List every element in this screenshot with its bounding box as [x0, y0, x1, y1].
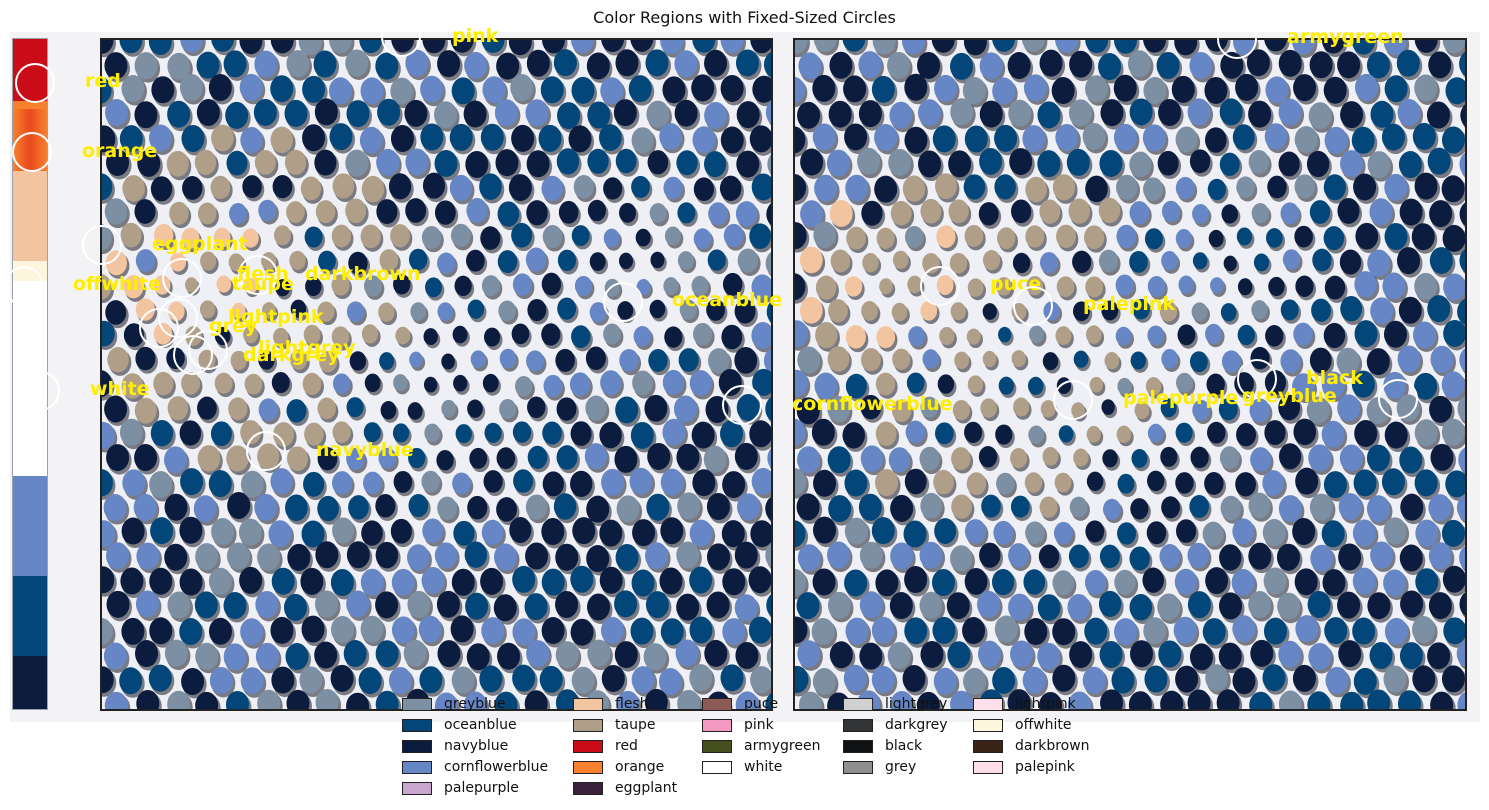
legend-swatch-pink — [702, 718, 732, 732]
legend-label-black: black — [885, 738, 923, 754]
legend-label-pink: pink — [744, 717, 774, 733]
legend-swatch-puce — [702, 697, 732, 711]
legend-item-darkbrown: darkbrown — [973, 737, 1090, 755]
legend-swatch-armygreen — [702, 739, 732, 753]
left-ellipse-field — [102, 40, 771, 709]
legend-swatch-eggplant — [573, 781, 603, 795]
legend-label-puce: puce — [744, 696, 779, 712]
legend-swatch-cornflowerblue — [402, 760, 432, 774]
legend-item-black: black — [843, 737, 922, 755]
legend-item-grey: grey — [843, 758, 916, 776]
legend-item-palepink: palepink — [973, 758, 1075, 776]
legend-swatch-lightpink — [973, 697, 1003, 711]
legend-swatch-flesh — [573, 697, 603, 711]
legend-swatch-black — [843, 739, 873, 753]
legend-label-darkbrown: darkbrown — [1015, 738, 1090, 754]
legend-swatch-lightgrey — [843, 697, 873, 711]
legend-swatch-navyblue — [402, 739, 432, 753]
legend-label-white: white — [744, 759, 783, 775]
legend-label-cornflowerblue: cornflowerblue — [444, 759, 549, 775]
legend-item-lightpink: lightpink — [973, 695, 1076, 713]
legend-item-offwhite: offwhite — [973, 716, 1072, 734]
legend-item-cornflowerblue: cornflowerblue — [402, 758, 548, 776]
legend-item-palepurple: palepurple — [402, 779, 519, 797]
right-image-panel — [793, 38, 1467, 711]
legend-swatch-orange — [573, 760, 603, 774]
legend-label-lightpink: lightpink — [1015, 696, 1076, 712]
legend-label-offwhite: offwhite — [1015, 717, 1072, 733]
legend-item-orange: orange — [573, 758, 664, 776]
legend-swatch-offwhite — [973, 718, 1003, 732]
legend-label-taupe: taupe — [615, 717, 656, 733]
legend-label-flesh: flesh — [615, 696, 649, 712]
legend-swatch-palepurple — [402, 781, 432, 795]
legend-swatch-oceanblue — [402, 718, 432, 732]
legend-item-red: red — [573, 737, 638, 755]
legend-item-navyblue: navyblue — [402, 737, 508, 755]
legend-swatch-red — [573, 739, 603, 753]
legend-label-oceanblue: oceanblue — [444, 717, 517, 733]
legend-item-flesh: flesh — [573, 695, 649, 713]
legend-label-palepurple: palepurple — [444, 780, 519, 796]
legend-item-armygreen: armygreen — [702, 737, 820, 755]
legend-item-eggplant: eggplant — [573, 779, 677, 797]
legend-label-orange: orange — [615, 759, 665, 775]
legend-swatch-greyblue — [402, 697, 432, 711]
legend-label-greyblue: greyblue — [444, 696, 506, 712]
legend-item-greyblue: greyblue — [402, 695, 506, 713]
right-ellipse-field — [795, 40, 1465, 709]
legend-swatch-darkgrey — [843, 718, 873, 732]
legend-swatch-white — [702, 760, 732, 774]
legend-item-darkgrey: darkgrey — [843, 716, 948, 734]
legend-label-palepink: palepink — [1015, 759, 1075, 775]
legend-item-pink: pink — [702, 716, 774, 734]
legend-label-red: red — [615, 738, 638, 754]
legend-item-oceanblue: oceanblue — [402, 716, 517, 734]
left-image-panel — [100, 38, 773, 711]
figure-title: Color Regions with Fixed-Sized Circles — [593, 8, 896, 27]
legend-label-eggplant: eggplant — [615, 780, 678, 796]
legend-item-puce: puce — [702, 695, 778, 713]
legend-swatch-palepink — [973, 760, 1003, 774]
legend-label-navyblue: navyblue — [444, 738, 509, 754]
legend-item-taupe: taupe — [573, 716, 655, 734]
legend-swatch-darkbrown — [973, 739, 1003, 753]
legend-label-lightgrey: lightgrey — [885, 696, 948, 712]
legend-swatch-taupe — [573, 718, 603, 732]
legend-label-armygreen: armygreen — [744, 738, 821, 754]
legend-item-white: white — [702, 758, 782, 776]
color-strip — [12, 38, 48, 710]
legend-swatch-grey — [843, 760, 873, 774]
legend-label-grey: grey — [885, 759, 917, 775]
legend-item-lightgrey: lightgrey — [843, 695, 947, 713]
legend-label-darkgrey: darkgrey — [885, 717, 948, 733]
